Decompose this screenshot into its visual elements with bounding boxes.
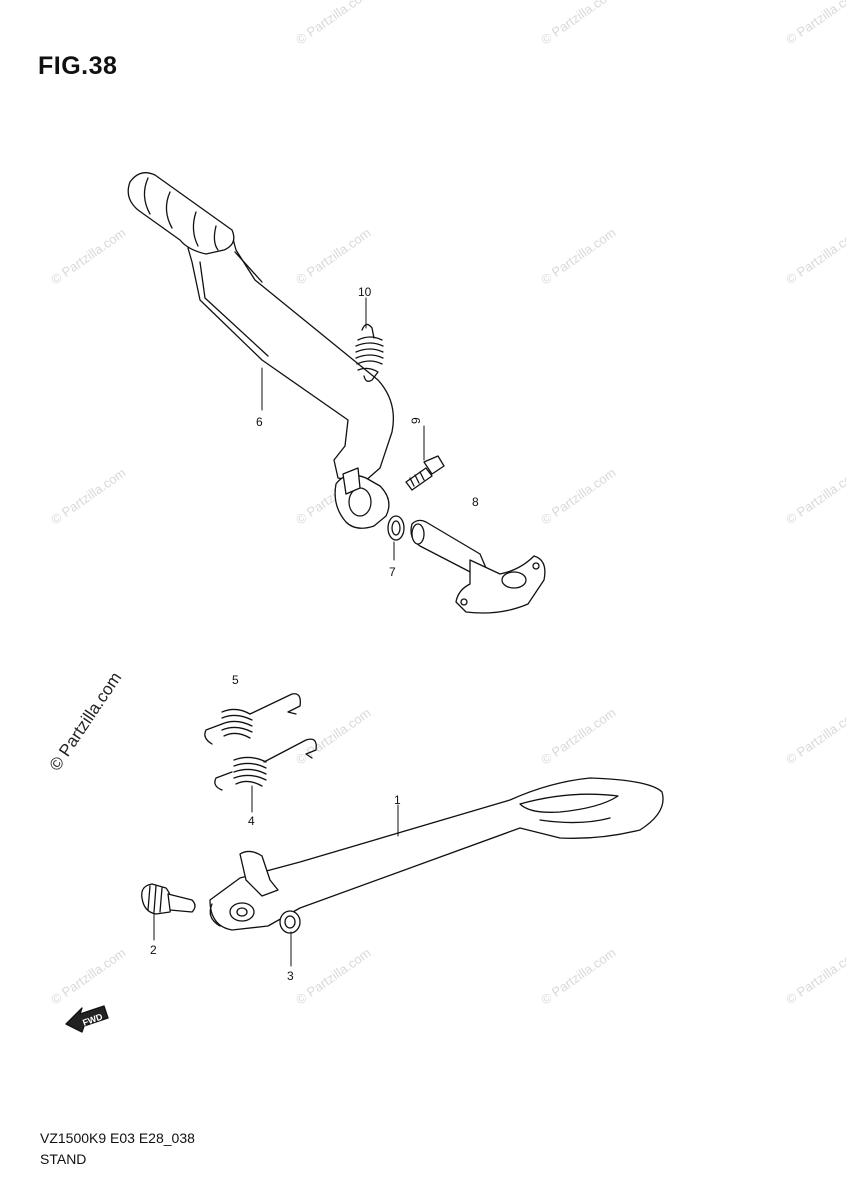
callout-2: 2 <box>150 943 157 957</box>
watermark: © Partzilla.com <box>538 225 618 288</box>
pivot-bolt-part-2 <box>141 883 196 915</box>
watermark: © Partzilla.com <box>783 225 846 288</box>
watermark: © Partzilla.com <box>293 705 373 768</box>
figure-title: FIG.38 <box>38 52 118 80</box>
watermark: © Partzilla.com <box>293 225 373 288</box>
leader-lines <box>153 297 425 967</box>
watermark: © Partzilla.com <box>783 465 846 528</box>
watermark: © Partzilla.com <box>48 945 128 1008</box>
callout-6: 6 <box>256 415 263 429</box>
spring-part-5 <box>204 693 301 745</box>
spring-part-4 <box>214 738 317 791</box>
shaft-part-8 <box>410 519 546 614</box>
callout-9: 9 <box>409 417 423 424</box>
watermark: © Partzilla.com <box>538 465 618 528</box>
forward-arrow <box>65 1005 109 1033</box>
watermark: © Partzilla.com <box>48 465 128 528</box>
callout-1: 1 <box>394 793 401 807</box>
watermark: © Partzilla.com <box>293 0 373 47</box>
watermark: © Partzilla.com <box>293 945 373 1008</box>
lever-part-6 <box>127 172 395 529</box>
spring-part-10 <box>355 323 384 382</box>
watermark-grid: © Partzilla.com © Partzilla.com © Partzi… <box>46 0 846 1007</box>
callout-10: 10 <box>358 285 372 299</box>
watermark: © Partzilla.com <box>538 705 618 768</box>
nut-part-3 <box>279 910 301 934</box>
watermark: © Partzilla.com <box>538 0 618 47</box>
watermark: © Partzilla.com <box>783 705 846 768</box>
washer-part-7 <box>387 515 405 541</box>
callout-5: 5 <box>232 673 239 687</box>
side-stand-part-1 <box>209 777 664 931</box>
watermark: © Partzilla.com <box>783 0 846 47</box>
watermark-large: © Partzilla.com <box>46 669 126 775</box>
callout-4: 4 <box>248 814 255 828</box>
callout-8: 8 <box>472 495 479 509</box>
callout-7: 7 <box>389 565 396 579</box>
callout-3: 3 <box>287 969 294 983</box>
watermark: © Partzilla.com <box>538 945 618 1008</box>
diagram-code: VZ1500K9 E03 E28_038 <box>40 1130 195 1146</box>
diagram-name: STAND <box>40 1151 87 1167</box>
watermark: © Partzilla.com <box>48 225 128 288</box>
watermark: © Partzilla.com <box>783 945 846 1008</box>
bolt-part-9 <box>405 455 445 491</box>
